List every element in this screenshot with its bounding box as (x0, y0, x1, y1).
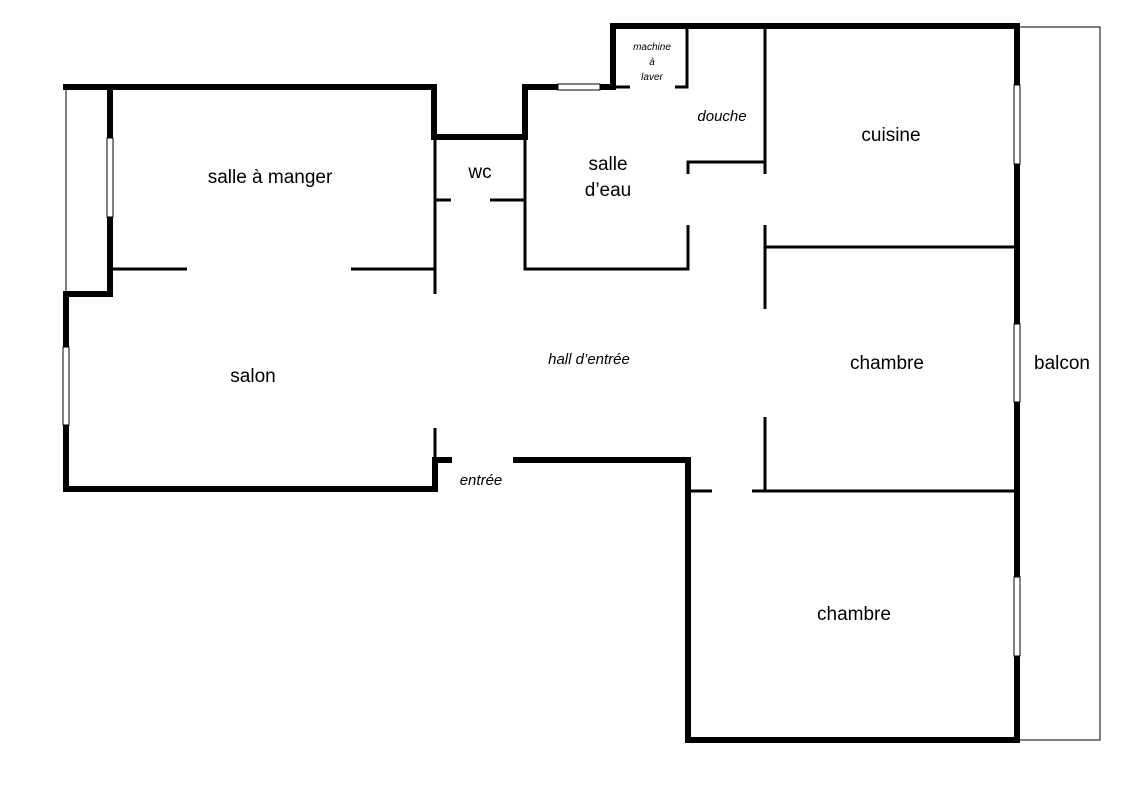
windows (62, 83, 1021, 657)
label-machine-line1: machine (633, 42, 671, 53)
label-salle-a-manger: salle à manger (208, 167, 333, 188)
label-hall: hall d’entrée (548, 351, 630, 368)
label-entree: entrée (460, 472, 503, 489)
interior-walls (110, 26, 1017, 493)
balcony-outline (1016, 26, 1101, 741)
label-salon: salon (230, 366, 275, 387)
label-salle-deau-line2: d’eau (585, 180, 632, 201)
label-douche: douche (697, 108, 746, 125)
label-salle-deau-line1: salle (588, 154, 627, 175)
label-machine-line2: à (649, 57, 655, 68)
label-chambre-2: chambre (817, 604, 891, 625)
label-cuisine: cuisine (861, 125, 920, 146)
label-balcon: balcon (1034, 353, 1090, 374)
label-chambre-1: chambre (850, 353, 924, 374)
label-machine-line3: laver (641, 72, 663, 83)
label-wc: wc (467, 162, 491, 183)
